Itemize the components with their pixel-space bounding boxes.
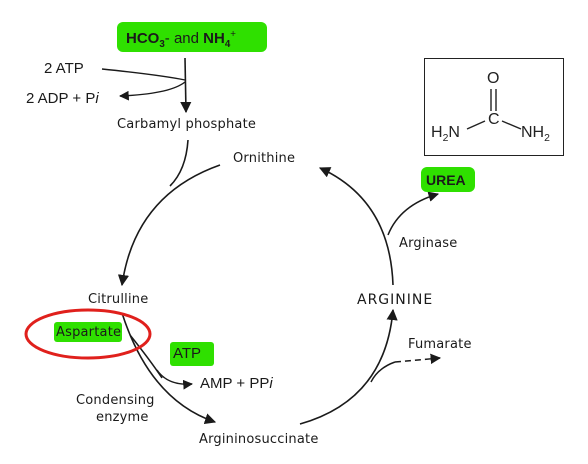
adp-out-arrow	[119, 81, 186, 101]
urea-left-amine: H2N	[431, 125, 460, 145]
bicarbonate-charge: -	[164, 30, 170, 47]
aspartate-join	[129, 334, 163, 379]
adp-out-label: 2 ADP + Pi	[26, 91, 99, 106]
ammonium-charge: +	[230, 29, 236, 40]
urea-label: UREA	[426, 172, 466, 188]
atp-in-arrow	[101, 68, 186, 81]
urea-oxygen: O	[487, 70, 500, 87]
ornithine-label: Ornithine	[233, 151, 296, 166]
urea-arrow	[387, 191, 440, 236]
condensing-enzyme-label-2: enzyme	[96, 410, 149, 425]
urea-highlight	[421, 167, 475, 192]
urea-right-amine: NH2	[521, 125, 550, 145]
fumarate-arrow	[370, 361, 396, 383]
urea-right-nh: NH	[521, 124, 545, 141]
condensing-enzyme-label-1: Condensing	[76, 393, 155, 408]
carbamyl-join	[169, 139, 189, 187]
arginase-label: Arginase	[399, 236, 458, 251]
amp-ppi-label: AMP + PPi	[200, 376, 273, 391]
aspartate-label-highlight	[54, 322, 122, 342]
reactants-highlight	[117, 22, 267, 52]
amp-ppi-text: AMP + PP	[200, 375, 270, 392]
arginine-label: ARGININE	[357, 292, 434, 308]
citrulline-label: Citrulline	[88, 292, 149, 307]
urea-structure-box: O C H2N NH2	[424, 58, 564, 156]
ammonium-subscript: 4	[224, 39, 231, 50]
citrulline-to-argininosuccinate-arc	[121, 312, 217, 425]
urea-left-n: N	[448, 124, 460, 141]
aspartate-highlight-circle	[24, 308, 152, 360]
reactants-label: HCO3- and NH4+	[126, 30, 236, 50]
ammonium-text: NH	[203, 30, 225, 47]
argininosuccinate-label: Argininosuccinate	[199, 432, 319, 447]
urea-right-sub: 2	[544, 133, 550, 145]
urea-left-h: H	[431, 124, 443, 141]
adp-out-italic: i	[95, 90, 99, 107]
fumarate-label: Fumarate	[408, 337, 472, 352]
amp-ppi-italic: i	[269, 375, 273, 392]
carbamyl-phosphate-label: Carbamyl phosphate	[117, 117, 257, 132]
atp-branch-arrow	[156, 369, 193, 390]
bicarbonate-subscript: 3	[159, 39, 165, 50]
arginine-to-ornithine-arc	[318, 167, 394, 286]
urea-carbon: C	[488, 111, 500, 128]
atp-label: ATP	[173, 345, 202, 362]
fumarate-arrow-dashed	[394, 353, 442, 365]
atp-in-label: 2 ATP	[44, 60, 84, 77]
bicarbonate-text: HCO	[126, 30, 160, 47]
adp-out-text: 2 ADP + P	[26, 90, 96, 107]
aspartate-label: Aspartate	[56, 325, 122, 340]
input-arrow	[180, 57, 192, 114]
argininosuccinate-to-arginine-arc	[299, 308, 398, 425]
ornithine-to-citrulline-arc	[117, 164, 221, 287]
urea-bonds	[466, 89, 522, 130]
and-text: and	[169, 30, 204, 47]
urea-left-sub: 2	[442, 133, 449, 145]
atp-highlight	[170, 342, 214, 366]
